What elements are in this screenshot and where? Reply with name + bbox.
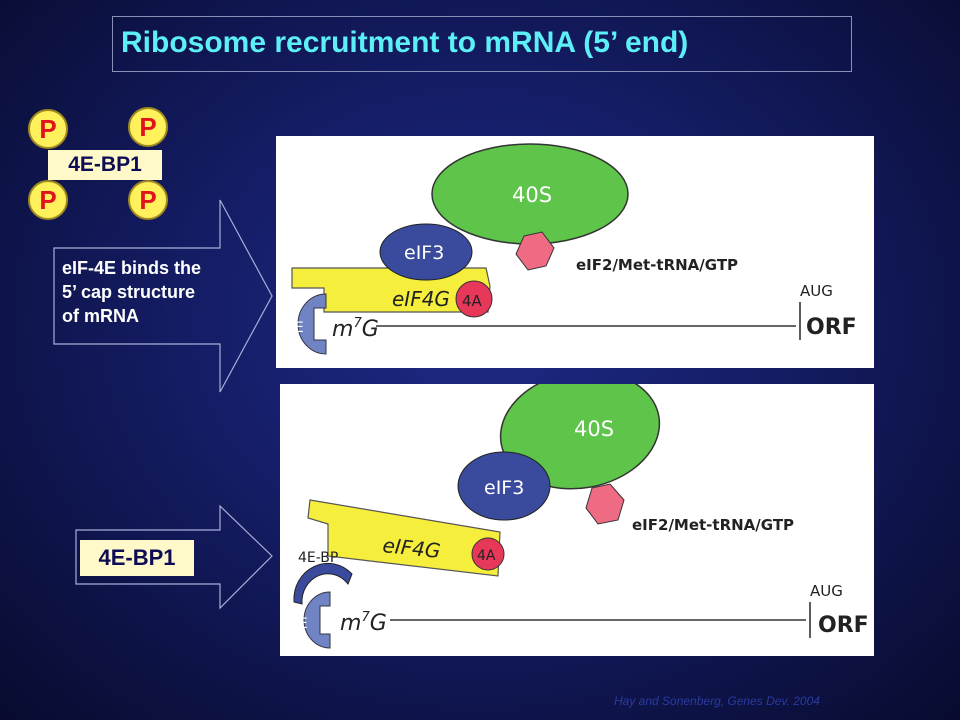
cap-base: m [340,611,361,636]
citation: Hay and Sonenberg, Genes Dev. 2004 [614,694,820,708]
cap-superscript: 7 [353,316,362,331]
panel-top: 40S eIF4G eIF3 4A eIF2/Met-tRNA/GTP 4E m… [276,136,874,368]
ribosome-40s-label: 40S [574,417,614,441]
cap-label: m7G [332,316,379,342]
cap-g: G [370,611,387,636]
arrow-text-line: eIF-4E binds the [62,258,202,278]
phospho-4ebp1-label: 4E-BP1 [48,150,162,180]
ternary-complex-label: eIF2/Met-tRNA/GTP [576,256,738,274]
eif4g-shape [307,499,501,577]
panel-top-diagram: 40S eIF4G eIF3 4A eIF2/Met-tRNA/GTP 4E m… [286,143,857,355]
eif4e-shape [303,591,331,649]
cap-g: G [362,317,379,342]
eif3-shape [457,451,551,521]
phosphate-circle: P [28,180,68,220]
ribosome-40s-shape [499,384,661,490]
page-title: Ribosome recruitment to mRNA (5’ end) [121,26,689,59]
arrow-text-line: 5’ cap structure [62,282,196,302]
ribosome-40s-label: 40S [512,183,552,207]
eif3-label: eIF3 [404,242,444,264]
cap-label: m7G [340,610,387,636]
phosphate-circle: P [128,107,168,147]
eif3-label: eIF3 [484,477,524,499]
title-box: Ribosome recruitment to mRNA (5’ end) [112,16,852,72]
eif4a-label: 4A [462,292,483,310]
arrow-shape-1 [53,199,273,393]
eif4a-shape [471,537,505,571]
eif4a-label: 4A [477,548,496,564]
start-codon-label: AUG [810,582,843,600]
eif2-hexagon [585,483,625,525]
ternary-complex-label: eIF2/Met-tRNA/GTP [632,516,794,534]
arrow-shape-2 [75,504,273,610]
eif2-hexagon [515,231,555,271]
cap-superscript: 7 [361,610,370,625]
4ebp-shape [293,562,353,605]
eif3-shape [379,223,473,281]
eif4g-label: eIF4G [392,287,450,311]
eif4a-shape [455,280,493,318]
arrow-description: eIF-4E binds the 5’ cap structure of mRN… [62,256,262,328]
4ebp-label: 4E-BP [298,550,338,566]
orf-label: ORF [818,613,869,638]
orf-label: ORF [806,315,857,340]
4ebp1-box: 4E-BP1 [80,540,194,576]
eif4e-shape [297,293,327,355]
phosphate-circle: P [28,109,68,149]
eif4e-label: 4E [290,616,308,632]
panel-bottom: 40S eIF4G eIF3 4A eIF2/Met-tRNA/GTP 4E-B… [280,384,874,656]
panel-bottom-diagram: 40S eIF4G eIF3 4A eIF2/Met-tRNA/GTP 4E-B… [290,384,869,649]
start-codon-label: AUG [800,282,833,300]
arrow-text-line: of mRNA [62,306,139,326]
eif4e-label: 4E [286,320,304,336]
phosphate-circle: P [128,180,168,220]
cap-base: m [332,317,353,342]
